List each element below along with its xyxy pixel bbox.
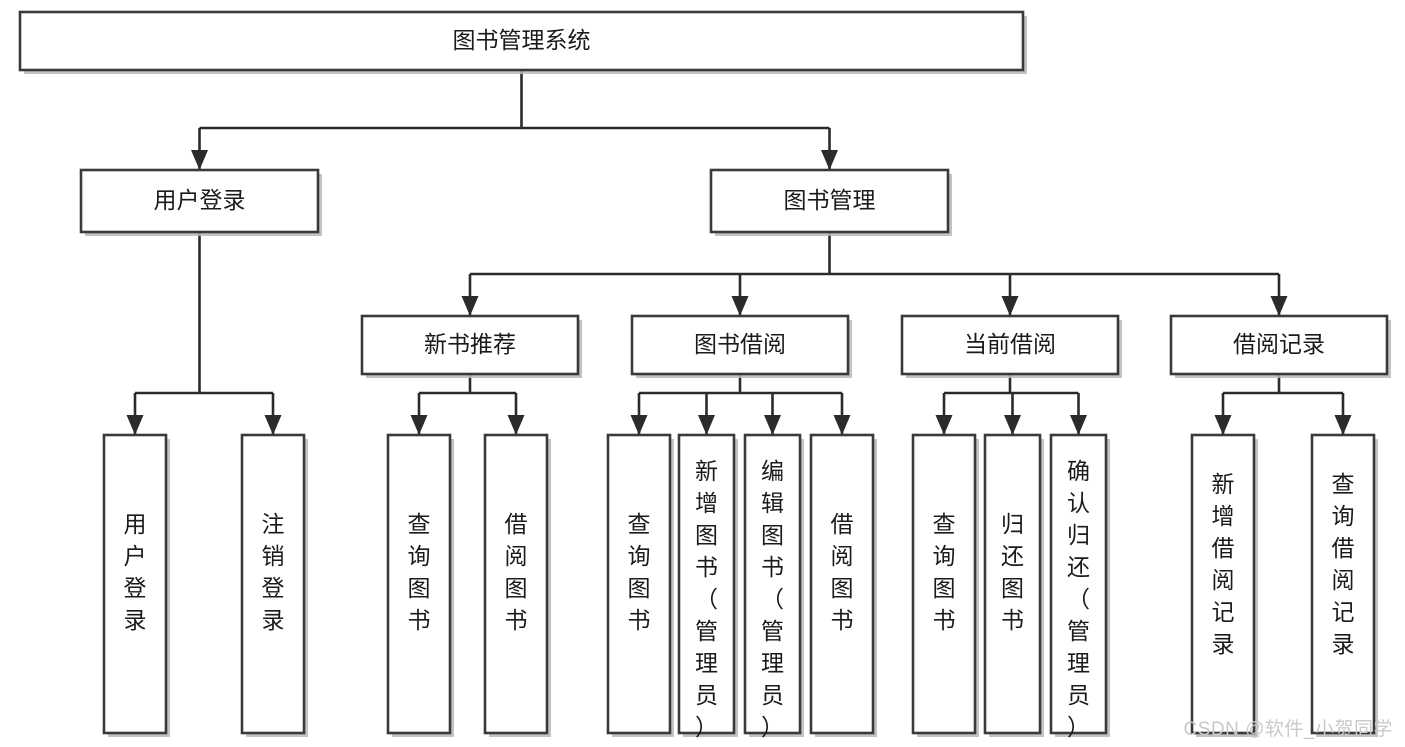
conn-root-to-level2 — [191, 70, 838, 170]
node-leaf-borrow-book[interactable]: 借阅图书 — [809, 433, 877, 737]
conn-bookmanage-to-level3 — [461, 232, 1288, 316]
node-leaf-borrow-book-rec[interactable]: 借阅图书 — [483, 433, 551, 737]
watermark-text: CSDN @软件_小贺同学 — [1183, 719, 1393, 740]
node-label: 当前借阅 — [964, 331, 1056, 357]
node-borrow-record[interactable]: 借阅记录 — [1169, 314, 1391, 378]
node-label: 查询图书 — [408, 511, 431, 633]
conn-bookborrow-to-leaves — [630, 374, 851, 435]
node-label: 借阅图书 — [505, 511, 528, 633]
node-label: 注销登录 — [262, 511, 285, 633]
node-leaf-add-borrow-record[interactable]: 新增借阅记录 — [1190, 433, 1258, 737]
node-new-book-recommend[interactable]: 新书推荐 — [360, 314, 582, 378]
node-leaf-edit-book-admin[interactable]: 编辑图书（管理员） — [743, 433, 804, 740]
node-leaf-return-book[interactable]: 归还图书 — [983, 433, 1044, 737]
node-user-login[interactable]: 用户登录 — [79, 168, 322, 236]
node-label: 编辑图书（管理员） — [761, 458, 784, 740]
node-label: 新增图书（管理员） — [695, 458, 718, 740]
node-label: 查询图书 — [933, 511, 956, 633]
node-leaf-user-logout[interactable]: 注销登录 — [240, 433, 308, 737]
node-leaf-user-login[interactable]: 用户登录 — [102, 433, 170, 737]
node-label: 归还图书 — [1001, 511, 1024, 633]
conn-borrowrecord-to-leaves — [1214, 374, 1352, 435]
node-leaf-confirm-return-admin[interactable]: 确认归还（管理员） — [1049, 433, 1110, 740]
connectors-layer — [126, 70, 1352, 435]
node-label: 新增借阅记录 — [1212, 471, 1235, 657]
nodes-layer: 图书管理系统用户登录图书管理新书推荐图书借阅当前借阅借阅记录用户登录注销登录查询… — [18, 10, 1391, 740]
conn-userlogin-to-leaves — [126, 232, 282, 435]
node-leaf-query-borrow-record[interactable]: 查询借阅记录 — [1310, 433, 1378, 737]
node-book-borrow[interactable]: 图书借阅 — [630, 314, 852, 378]
node-label: 借阅图书 — [831, 511, 854, 633]
conn-currentborrow-to-leaves — [935, 374, 1087, 435]
node-current-borrow[interactable]: 当前借阅 — [900, 314, 1122, 378]
node-label: 用户登录 — [124, 511, 147, 633]
node-leaf-add-book-admin[interactable]: 新增图书（管理员） — [677, 433, 738, 740]
node-label: 新书推荐 — [424, 331, 516, 357]
node-leaf-query-book-borrow[interactable]: 查询图书 — [606, 433, 674, 737]
node-label: 用户登录 — [154, 187, 246, 213]
node-label: 图书管理系统 — [453, 27, 591, 53]
node-label: 查询借阅记录 — [1332, 471, 1355, 657]
node-leaf-query-book-current[interactable]: 查询图书 — [911, 433, 979, 737]
conn-newbook-to-leaves — [410, 374, 525, 435]
node-label: 图书管理 — [784, 187, 876, 213]
node-label: 查询图书 — [628, 511, 651, 633]
node-leaf-query-book-rec[interactable]: 查询图书 — [386, 433, 454, 737]
node-book-manage[interactable]: 图书管理 — [709, 168, 952, 236]
node-label: 借阅记录 — [1233, 331, 1325, 357]
node-root[interactable]: 图书管理系统 — [18, 10, 1027, 74]
node-label: 图书借阅 — [694, 331, 786, 357]
node-label: 确认归还（管理员） — [1067, 458, 1090, 740]
